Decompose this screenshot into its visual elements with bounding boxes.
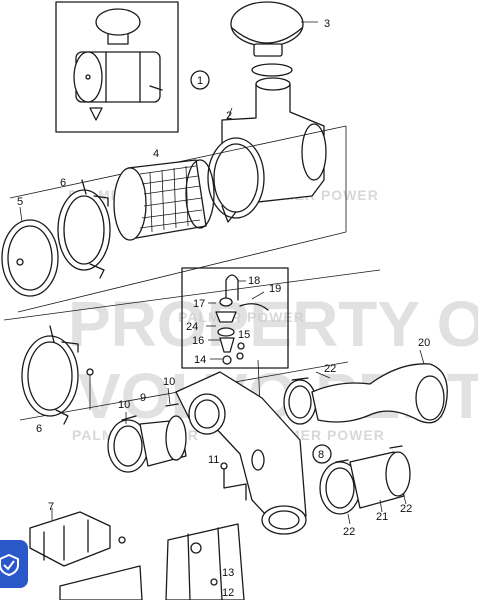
callout-20: 20 bbox=[418, 337, 430, 349]
callout-16: 16 bbox=[192, 335, 204, 347]
callout-22-lower: 22 bbox=[343, 526, 355, 538]
part-large-hose bbox=[283, 349, 448, 425]
callout-22-right: 22 bbox=[400, 503, 412, 515]
callout-13: 13 bbox=[222, 567, 234, 579]
callout-3: 3 bbox=[324, 18, 330, 30]
callout-10-left: 10 bbox=[118, 399, 130, 411]
callout-15: 15 bbox=[238, 329, 250, 341]
part-brackets bbox=[29, 462, 247, 600]
part-rain-cap bbox=[230, 1, 318, 77]
callout-22-upper: 22 bbox=[324, 363, 336, 375]
watermark-line1: PROPERTY OF bbox=[68, 288, 478, 360]
callout-9: 9 bbox=[140, 392, 146, 404]
part-clamp-ring-upper bbox=[57, 179, 111, 279]
callout-1: 1 bbox=[197, 75, 203, 87]
callout-labels: 3 1 2 4 6 5 18 19 17 24 15 16 14 20 22 1… bbox=[17, 18, 430, 599]
detail-box-valve bbox=[181, 267, 289, 451]
part-air-cleaner-housing bbox=[207, 77, 327, 223]
callout-11: 11 bbox=[208, 454, 219, 466]
callout-8: 8 bbox=[318, 449, 324, 461]
callout-circle-1 bbox=[190, 70, 210, 90]
inset-air-filter-assembly bbox=[55, 1, 179, 133]
callout-6-upper: 6 bbox=[60, 177, 66, 189]
shield-check-icon bbox=[0, 554, 19, 576]
callout-5: 5 bbox=[17, 196, 23, 208]
part-clamp-ring-lower bbox=[21, 325, 94, 425]
part-intake-pipe bbox=[175, 371, 307, 535]
callout-24: 24 bbox=[186, 321, 198, 333]
callout-6-lower: 6 bbox=[36, 423, 42, 435]
callout-18: 18 bbox=[248, 275, 260, 287]
part-hose-and-clamps bbox=[107, 387, 187, 473]
part-end-cover bbox=[1, 206, 59, 297]
part-filter-element bbox=[113, 159, 215, 241]
watermark-small-3: PALMER POWER bbox=[178, 309, 305, 325]
callout-2: 2 bbox=[226, 110, 232, 122]
callout-4: 4 bbox=[153, 148, 159, 160]
callout-7: 7 bbox=[48, 501, 54, 513]
callout-21: 21 bbox=[376, 511, 388, 523]
callout-19: 19 bbox=[269, 283, 281, 295]
callout-12: 12 bbox=[222, 587, 234, 599]
shield-badge[interactable] bbox=[0, 540, 28, 588]
callout-10-right: 10 bbox=[163, 376, 175, 388]
callout-17: 17 bbox=[193, 298, 205, 310]
part-sleeve-and-clamps bbox=[319, 445, 411, 525]
callout-14: 14 bbox=[194, 354, 206, 366]
callout-circle-8 bbox=[312, 444, 332, 464]
